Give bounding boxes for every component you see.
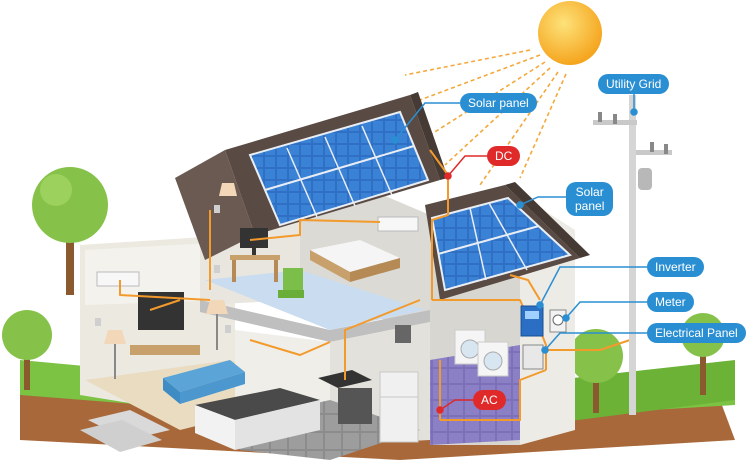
stairs — [80, 410, 170, 452]
solar-panel-main — [248, 110, 430, 227]
wall-sockets — [95, 205, 231, 333]
dc-label: DC — [487, 146, 521, 166]
thermostat — [395, 325, 411, 343]
air-conditioner — [96, 271, 140, 287]
meter-icon — [549, 309, 567, 333]
inverter-label: Inverter — [647, 257, 704, 277]
electrical-panel-label: Electrical Panel — [647, 323, 746, 343]
electrical-panel-icon — [522, 344, 544, 370]
sofa — [163, 360, 245, 404]
solar-panel-label-2-line2: panel — [575, 199, 605, 213]
solar-panel-label-2: Solar panel — [566, 182, 614, 216]
solar-panel-label: Solar panel — [460, 93, 537, 113]
lamp — [219, 183, 237, 196]
ac-label: AC — [473, 390, 506, 410]
sun-icon — [538, 1, 602, 65]
solar-panel-garage — [430, 196, 572, 292]
sun-rays — [404, 49, 567, 186]
washing-machine — [454, 329, 509, 377]
solar-panel-label-2-line1: Solar — [575, 185, 604, 199]
tree-icon — [569, 329, 623, 413]
tree-icon — [2, 310, 52, 390]
kitchen-counter — [195, 388, 320, 450]
callout-lines-red — [436, 155, 487, 414]
callout-lines — [391, 92, 647, 354]
tree-icon — [32, 167, 108, 295]
utility-grid-label: Utility Grid — [598, 74, 670, 94]
air-conditioner — [377, 216, 419, 232]
inverter-icon — [520, 305, 544, 337]
utility-pole-icon — [593, 95, 672, 415]
desk — [230, 228, 280, 282]
meter-label: Meter — [647, 292, 694, 312]
bed — [310, 240, 400, 282]
fridge — [379, 371, 419, 443]
lamp — [206, 300, 228, 350]
chair — [278, 268, 304, 298]
lamp — [104, 330, 126, 379]
